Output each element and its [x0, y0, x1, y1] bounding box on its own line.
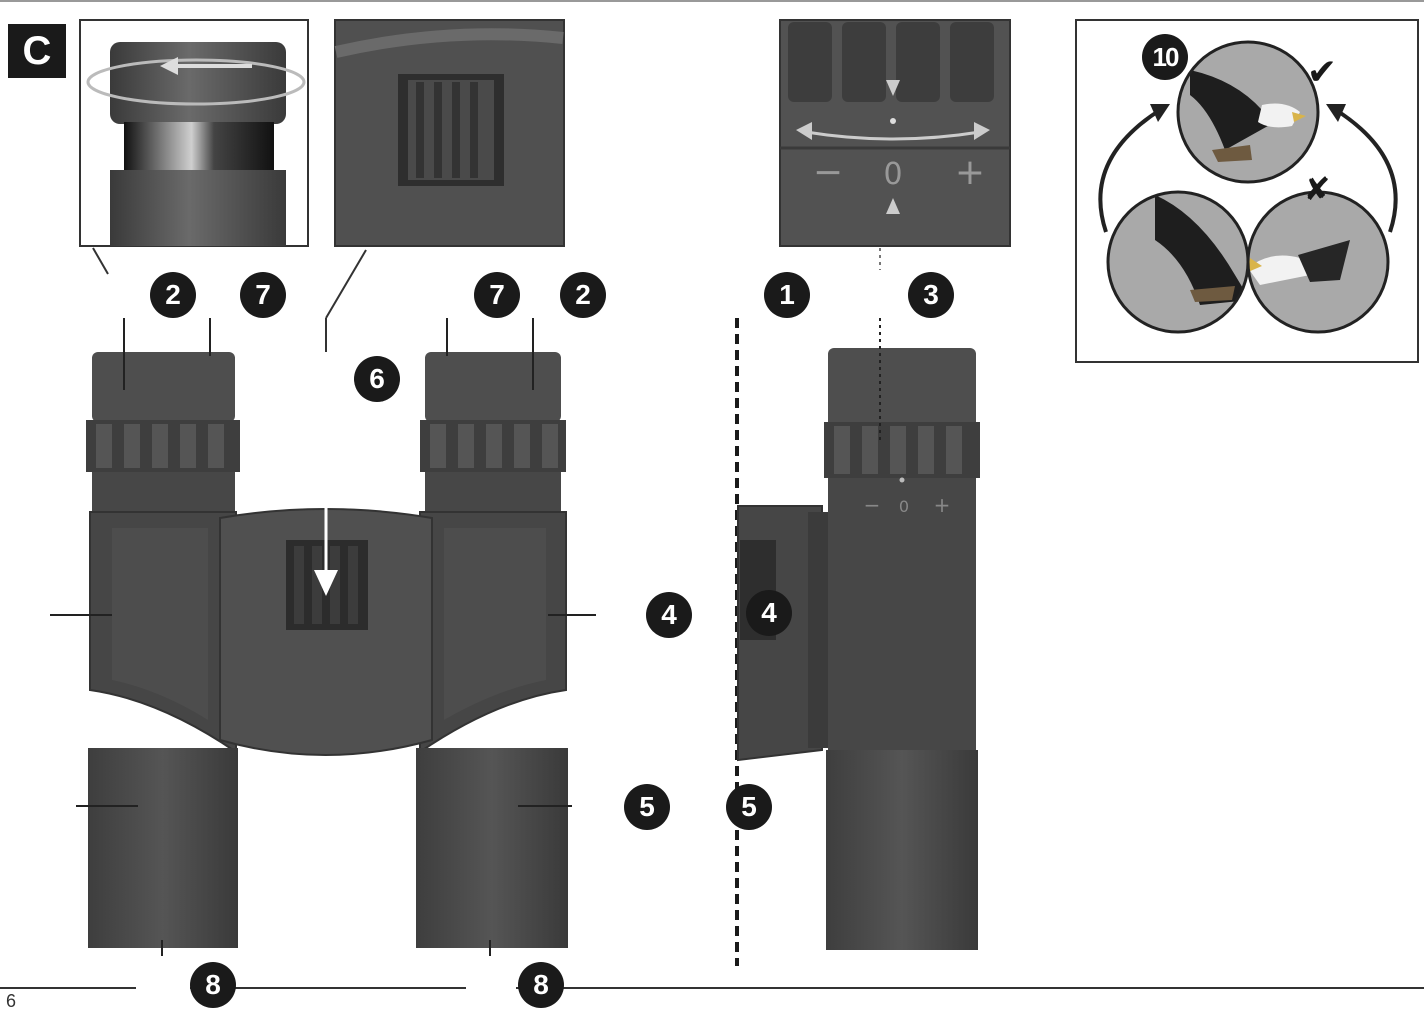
callout-4-front: 4: [646, 592, 692, 638]
page-number: 6: [6, 991, 17, 1011]
rotate-arrow-icon: [160, 57, 178, 75]
callout-7-left: 7: [240, 272, 286, 318]
side-scale-plus-label: +: [934, 493, 951, 517]
binoculars-front-view: [50, 318, 596, 956]
section-badge: C: [8, 24, 66, 78]
inset-alignment: [1075, 19, 1419, 363]
callout-8-left: 8: [190, 962, 236, 1008]
callout-5-side: 5: [726, 784, 772, 830]
inset-eyecup: [79, 19, 309, 275]
arrow-down-icon: [314, 570, 338, 596]
arrow-right-icon: [1326, 104, 1346, 122]
diopter-plus-label: +: [955, 152, 985, 193]
rotation-arrow-ring: [86, 58, 306, 106]
binoculars-side-view: [735, 318, 980, 966]
callout-1: 1: [764, 272, 810, 318]
callout-6: 6: [354, 356, 400, 402]
diopter-minus-label: −: [813, 152, 843, 193]
callout-2-left: 2: [150, 272, 196, 318]
callout-4-side: 4: [746, 590, 792, 636]
inset-diopter-scale: [779, 19, 1011, 270]
callout-8-right: 8: [518, 962, 564, 1008]
diopter-zero-label: 0: [883, 157, 902, 192]
wrong-cross-icon: ✘: [1304, 170, 1331, 208]
arrow-left-icon: [1150, 104, 1170, 122]
callout-5-front: 5: [624, 784, 670, 830]
callout-10: 10: [1142, 34, 1188, 80]
callout-2-right: 2: [560, 272, 606, 318]
side-scale-minus-label: −: [864, 493, 881, 517]
correct-check-icon: ✔: [1307, 52, 1337, 93]
inset-focus-wheel: [325, 19, 565, 352]
callout-3: 3: [908, 272, 954, 318]
callout-7-right: 7: [474, 272, 520, 318]
side-scale-zero-label: 0: [899, 497, 909, 516]
